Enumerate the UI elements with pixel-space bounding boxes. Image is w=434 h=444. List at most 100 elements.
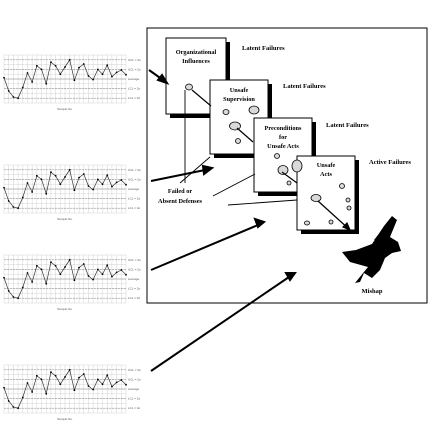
data-point bbox=[111, 275, 113, 278]
data-point bbox=[40, 68, 43, 71]
data-point bbox=[21, 196, 24, 199]
data-point bbox=[101, 273, 104, 276]
data-point bbox=[125, 73, 127, 76]
data-point bbox=[106, 64, 109, 67]
hole bbox=[328, 219, 334, 225]
control-limit-label: UCL = 3σ bbox=[128, 368, 141, 372]
data-point bbox=[68, 168, 71, 171]
data-point bbox=[3, 76, 5, 79]
data-point bbox=[101, 383, 104, 386]
latent-failures-label: Latent Failures bbox=[326, 122, 369, 129]
control-limit-label: UCL = 3σ bbox=[128, 168, 141, 172]
data-point bbox=[50, 171, 52, 174]
data-point bbox=[54, 264, 57, 267]
data-point bbox=[120, 269, 123, 271]
card-title: Influences bbox=[182, 58, 210, 65]
data-point bbox=[35, 174, 38, 177]
data-point bbox=[26, 272, 29, 274]
data-point bbox=[35, 374, 38, 377]
data-point bbox=[68, 58, 71, 61]
control-limit-label: LCL = 3σ bbox=[128, 296, 140, 300]
aircraft-crash-icon bbox=[342, 216, 401, 283]
data-point bbox=[59, 383, 62, 386]
latent-failures-label: Latent Failures bbox=[242, 45, 285, 52]
data-point bbox=[82, 373, 85, 375]
data-point bbox=[54, 374, 57, 377]
cheese-holes bbox=[185, 83, 352, 226]
latent-failures-label: Latent Failures bbox=[283, 83, 326, 90]
data-point bbox=[73, 389, 76, 392]
data-point bbox=[64, 66, 66, 68]
control-limit-label: Average bbox=[128, 277, 139, 281]
defenses-label: Absent Defenses bbox=[158, 198, 202, 205]
data-point bbox=[96, 378, 99, 381]
data-point bbox=[87, 185, 90, 187]
data-point bbox=[7, 200, 10, 202]
data-point bbox=[92, 388, 95, 391]
data-point bbox=[21, 86, 24, 89]
control-limit-label: LCL = 2σ bbox=[128, 287, 140, 291]
data-point bbox=[50, 61, 52, 64]
data-point bbox=[96, 268, 99, 271]
data-point bbox=[82, 173, 85, 175]
data-point bbox=[101, 183, 104, 186]
control-limit-label: LCL = 2σ bbox=[128, 397, 140, 401]
card-title: for bbox=[279, 134, 287, 141]
data-point bbox=[12, 406, 15, 408]
data-point bbox=[92, 278, 95, 281]
data-point bbox=[45, 82, 48, 85]
data-point bbox=[64, 176, 66, 178]
data-point bbox=[21, 286, 24, 289]
data-point bbox=[59, 73, 62, 76]
data-point bbox=[3, 276, 5, 279]
mishap-label: Mishap bbox=[362, 288, 383, 295]
card-title: Acts bbox=[320, 171, 332, 178]
control-limit-label: UCL = 3σ bbox=[128, 58, 141, 62]
hole bbox=[185, 83, 193, 91]
data-point bbox=[31, 281, 34, 283]
hole bbox=[222, 109, 230, 115]
data-point bbox=[96, 68, 99, 71]
x-axis-label: Sample No. bbox=[57, 307, 73, 311]
data-point bbox=[40, 178, 43, 181]
hole bbox=[291, 159, 303, 173]
data-point bbox=[17, 97, 19, 100]
data-point bbox=[125, 183, 127, 186]
diagram-frame bbox=[146, 27, 428, 304]
data-point bbox=[45, 192, 48, 195]
x-axis-label: Sample No. bbox=[57, 107, 73, 111]
control-limit-label: Average bbox=[128, 77, 139, 81]
hole bbox=[277, 165, 289, 175]
data-point bbox=[115, 181, 118, 184]
data-point bbox=[40, 378, 43, 381]
data-point bbox=[120, 179, 123, 181]
data-point bbox=[45, 392, 48, 395]
control-limit-label: UCL = 2σ bbox=[128, 267, 141, 271]
data-point bbox=[26, 182, 29, 184]
control-limit-label: Average bbox=[128, 387, 139, 391]
hazard-trajectory bbox=[191, 89, 352, 232]
data-point bbox=[40, 268, 43, 271]
data-point bbox=[31, 81, 34, 83]
data-point bbox=[50, 371, 52, 374]
hole bbox=[274, 153, 280, 159]
data-point bbox=[3, 186, 5, 189]
data-point bbox=[115, 271, 118, 274]
data-point bbox=[111, 385, 113, 388]
data-point bbox=[12, 296, 15, 298]
data-point bbox=[7, 400, 10, 402]
defenses-label: Failed or bbox=[168, 188, 193, 195]
data-point bbox=[78, 266, 80, 269]
data-point bbox=[50, 261, 52, 264]
data-point bbox=[54, 174, 57, 177]
data-point bbox=[78, 66, 80, 69]
card-title: Organizational bbox=[176, 49, 217, 56]
control-limit-label: LCL = 3σ bbox=[128, 406, 140, 410]
data-point bbox=[125, 383, 127, 386]
control-limit-label: UCL = 2σ bbox=[128, 67, 141, 71]
control-limit-label: UCL = 2σ bbox=[128, 377, 141, 381]
x-axis-label: Sample No. bbox=[57, 217, 73, 221]
data-point bbox=[96, 178, 99, 181]
